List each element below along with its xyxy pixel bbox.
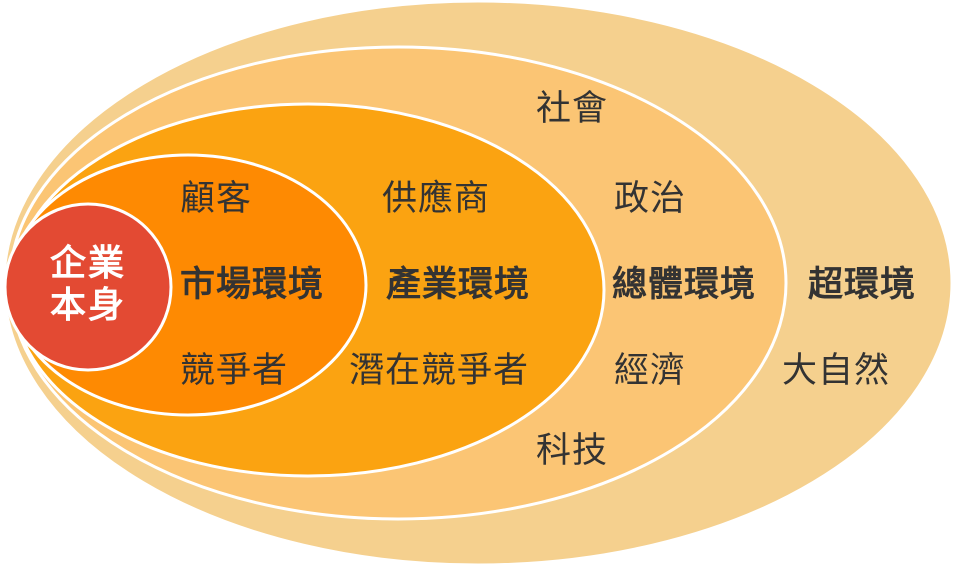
super-item-nature: 大自然 [782, 351, 891, 391]
enterprise-circle [3, 202, 173, 372]
market-item-competitors: 競爭者 [180, 351, 289, 391]
general-item-economy: 經濟 [614, 351, 687, 391]
industry-item-suppliers: 供應商 [382, 179, 491, 219]
general-item-society: 社會 [536, 89, 609, 129]
enterprise-label-line1: 企業 [49, 243, 126, 284]
market-environment-title: 市場環境 [180, 265, 325, 305]
industry-item-potential-competitors: 潛在競爭者 [349, 351, 530, 391]
general-item-politics: 政治 [614, 179, 687, 219]
industry-environment-title: 產業環境 [386, 265, 531, 305]
enterprise-label: 企業 本身 [26, 243, 150, 327]
general-environment-title: 總體環境 [612, 265, 757, 305]
general-item-technology: 科技 [536, 431, 609, 471]
market-item-customers: 顧客 [180, 179, 253, 219]
super-environment-title: 超環境 [808, 265, 917, 305]
enterprise-label-line2: 本身 [49, 285, 126, 326]
